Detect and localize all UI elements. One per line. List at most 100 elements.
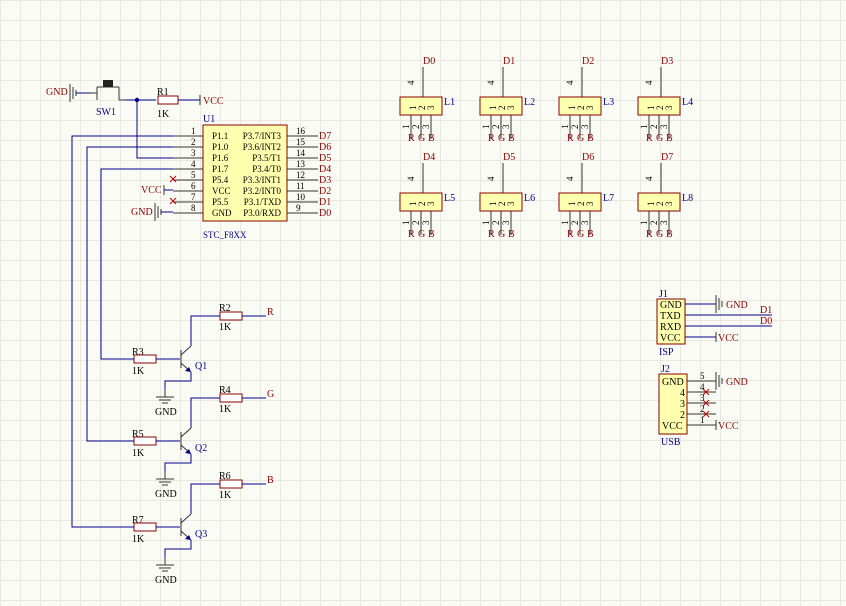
collector-res-ref: R6 [219,471,231,482]
mcu-right-pin-name: P3.0/RXD [243,208,281,218]
mcu-left-pin-name: P1.1 [212,131,228,141]
led-rgb-label: R [408,133,415,144]
led-net-label: D1 [503,56,515,67]
gnd-symbol [156,389,174,404]
usb-net-label: GND [726,377,748,388]
mcu-net-label: D4 [319,164,331,175]
gnd-symbol [156,471,174,486]
base-res-ref: R3 [132,347,144,358]
base-res-ref: R7 [132,515,144,526]
isp-gnd-symbol [715,295,723,313]
collector-res-value: 1K [219,490,232,501]
mcu-right-pin-num: 12 [296,170,305,180]
led-bottom-pin-num: 1 [639,125,649,130]
mcu-left-pin-name: P5.4 [212,175,229,185]
led-bottom-pin-num: 1 [560,221,570,226]
led-inner-pin: 1 [408,202,418,207]
usb-pin-num: 1 [700,415,705,425]
led-bottom-pin-num: 3 [580,124,590,129]
mcu-right-pin-num: 15 [296,137,306,147]
led-bottom-pin-num: 1 [481,221,491,226]
gnd-symbol [156,557,174,572]
led-inner-pin: 2 [576,202,586,207]
color-net-label: R [267,307,274,318]
mcu-right-pin-name: P3.5/T1 [252,153,281,163]
collector-res-ref: R2 [219,303,231,314]
led-inner-pin: 1 [408,106,418,111]
gnd-label: GND [155,489,177,500]
led-rgb-label: B [508,133,515,144]
led-rgb-label: G [656,229,663,240]
led-rgb-label: G [418,229,425,240]
led-bottom-pin-num: 3 [659,124,669,129]
mcu-vcc-net: VCC [141,185,173,196]
usb-pin-name: GND [662,377,684,388]
mcu-left-pin-name: P5.5 [212,197,229,207]
svg-text:GND: GND [131,207,153,218]
mcu-left-pin-num: 6 [191,181,196,191]
led-rgb-label: G [656,133,663,144]
led-bottom-pin-num: 3 [501,124,511,129]
led-rgb-label: G [498,229,505,240]
led-rgb-label: G [577,229,584,240]
resistor-r1[interactable]: R1 1K [157,87,179,120]
usb-net-label: VCC [718,421,739,432]
isp-pin-name: RXD [660,322,681,333]
gnd-label: GND [155,407,177,418]
isp-net-label: D1 [760,305,772,316]
led-rgb-label: R [646,133,653,144]
mcu-ref: U1 [203,114,215,125]
mcu-left-pin-num: 4 [191,159,196,169]
led-bottom-pin-num: 2 [570,125,580,130]
wire-p10-r5 [86,146,173,442]
mcu-left-pin-name: VCC [212,186,231,196]
usb-pin-name: 2 [680,410,685,421]
connector-j2[interactable]: J2 USB [658,364,688,448]
mcu-net-label: D5 [319,153,331,164]
mcu-right-pin-num: 11 [296,181,305,191]
led-inner-pin: 2 [655,106,665,111]
collector-res-value: 1K [219,322,232,333]
led-rgb-label: B [587,133,594,144]
led-ref: L7 [603,193,614,204]
led-inner-pin: 2 [417,106,427,111]
usb-pin-num: 5 [700,371,705,381]
led-rgb-label: B [508,229,515,240]
base-res-value: 1K [132,366,145,377]
r1-vcc: VCC [203,96,224,107]
led-ref: L2 [524,97,535,108]
mcu-right-pin-name: P3.7/INT3 [243,131,282,141]
led-bottom-pin-num: 2 [570,221,580,226]
usb-pin-num: 3 [700,393,705,403]
mcu-net-label: D3 [319,175,331,186]
led-pin4-num: 4 [644,80,654,85]
mcu-left-pin-name: P1.6 [212,153,229,163]
led-ref: L8 [682,193,693,204]
switch-sw1[interactable]: GND SW1 [46,80,126,118]
usb-pin-name: VCC [662,421,683,432]
led-pin4-num: 4 [644,176,654,181]
mcu-left-pin-num: 5 [191,170,196,180]
connector-j1[interactable]: J1 ISP [656,289,686,358]
led-rgb-label: R [488,133,495,144]
led-rgb-label: G [498,133,505,144]
led-rgb-label: R [567,229,574,240]
led-bottom-pin-num: 2 [649,221,659,226]
led-inner-pin: 2 [576,106,586,111]
led-inner-pin: 2 [655,202,665,207]
led-ref: L6 [524,193,535,204]
